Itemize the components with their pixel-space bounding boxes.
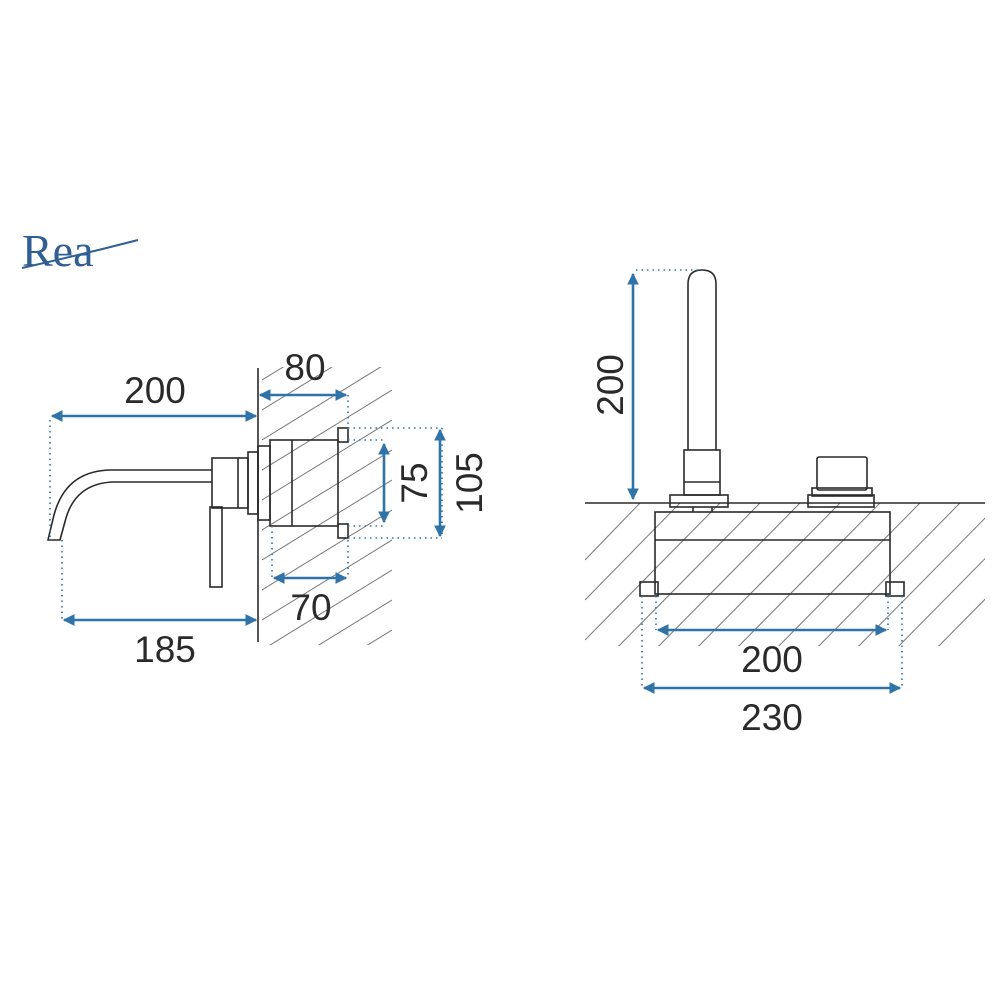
dim-label-top-width: 200 [124,370,186,411]
concealed-box [269,439,339,527]
mixer-collar [211,457,249,509]
dim-label-box-depth: 70 [290,587,331,628]
front-spout-collar [683,449,721,496]
front-handle-ring [811,487,873,497]
brand-logo: Rea [21,225,139,276]
box-lug-top [337,427,349,443]
front-box-lug-left [639,581,659,597]
brand-logo-text: Rea [22,225,94,276]
front-handle-knob [816,456,868,491]
dim-label-box-width: 200 [741,639,803,680]
front-spout-tube [687,269,717,450]
dim-label-spout-height: 200 [590,354,631,416]
front-box-lug-right [885,581,905,597]
front-view: 200 200 230 [585,269,985,738]
dim-label-wall-depth: 80 [284,347,325,388]
dim-label-box-height-inner: 75 [394,462,435,503]
dim-label-box-height-outer: 105 [449,452,490,514]
spout-outline [46,469,212,541]
wall-rosette [247,451,259,515]
dim-label-plate-width: 230 [741,697,803,738]
box-flange [257,445,271,521]
side-view-wall-hatching [262,367,392,645]
front-concealed-box [654,511,891,595]
spout-base-plate [669,494,729,508]
handle-base-plate [807,494,875,508]
lever-handle [209,506,223,588]
side-view: 200 80 75 105 70 185 [46,347,490,670]
logo-swoosh [21,239,139,269]
box-lug-bottom [337,523,349,539]
dim-label-bottom-width: 185 [134,629,196,670]
